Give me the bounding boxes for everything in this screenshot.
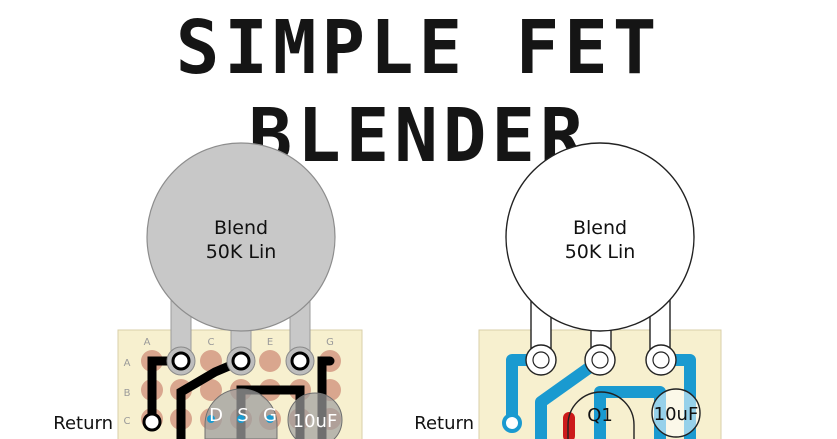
fet-pin-g: G [263,405,277,426]
capacitor-body [287,392,343,439]
row-label-c: C [124,416,131,427]
blend-pot-body [146,142,336,332]
page-title: SIMPLE FET BLENDER [175,5,662,179]
pcb-pads [502,344,677,433]
fet-pin-d: D [209,405,223,426]
fet-pin-s-dot [237,415,245,423]
pot-value-right: 50K Lin [565,241,636,263]
left-layout: A C E G A B C Blend 50K Lin [53,142,363,439]
column-label-a: A [144,337,151,348]
transistor-q1-outline [567,391,635,439]
return-pad [142,412,162,432]
fet-pin-g-dot [266,415,274,423]
column-label-g: G [326,337,334,348]
pot-name-right: Blend [573,217,627,239]
row-label-b: B [124,388,131,399]
capacitor-label: 10uF [293,411,338,432]
fet-pin-s: S [237,405,248,426]
column-label-c: C [208,337,215,348]
pot-pads [166,346,315,376]
fet-body [204,388,278,439]
return-label-right: Return [414,413,474,434]
capacitor-outline [651,388,701,438]
row-label-a: A [124,358,131,369]
right-layout: Blend 50K Lin Return Q1 10uF [414,142,722,439]
pot-value: 50K Lin [206,241,277,263]
return-label: Return [53,413,113,434]
red-trace [563,412,575,439]
pot-name: Blend [214,217,268,239]
fet-pin-d-dot [207,415,215,423]
transistor-label: Q1 [587,405,613,426]
capacitor-label-right: 10uF [654,404,699,425]
blend-pot-outline [505,142,695,332]
column-label-e: E [267,337,273,348]
